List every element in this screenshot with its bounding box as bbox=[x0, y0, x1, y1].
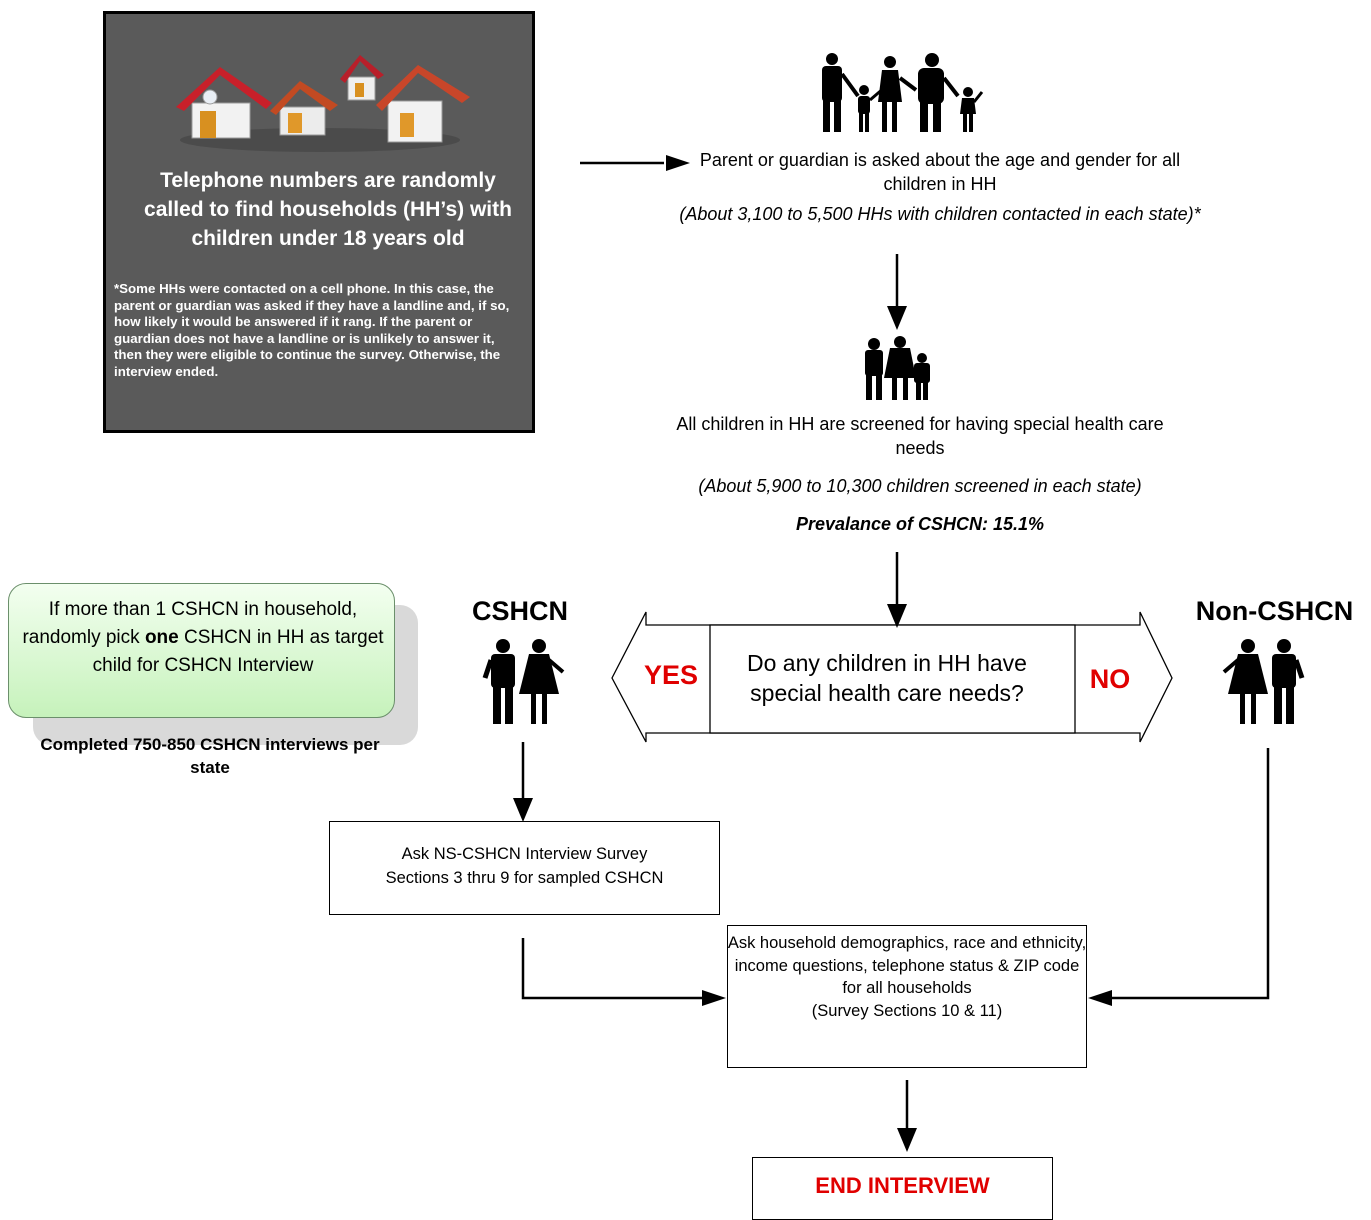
child-pair-icon bbox=[482, 639, 565, 724]
children-group-icon bbox=[865, 336, 930, 400]
cshcn-title: CSHCN bbox=[471, 596, 568, 626]
prevalence-text: Prevalance of CSHCN: 15.1% bbox=[795, 514, 1045, 534]
step1-text: Parent or guardian is asked about the ag… bbox=[699, 150, 1181, 194]
sections-box bbox=[329, 821, 720, 915]
step2-text: All children in HH are screened for havi… bbox=[676, 414, 1164, 458]
step2-note: (About 5,900 to 10,300 children screened… bbox=[698, 476, 1142, 496]
completed-text: Completed 750-850 CSHCN interviews per s… bbox=[40, 735, 380, 777]
no-label: NO bbox=[1089, 664, 1131, 694]
end-box bbox=[752, 1157, 1053, 1220]
noncshcn-title: Non-CSHCN bbox=[1195, 596, 1354, 626]
child-pair-icon bbox=[1222, 639, 1305, 724]
family-icon bbox=[822, 53, 984, 132]
yes-label: YES bbox=[643, 660, 699, 690]
pick-box bbox=[8, 583, 395, 718]
end-text: END INTERVIEW bbox=[815, 1173, 990, 1198]
sections-text: Ask NS-CSHCN Interview Survey Sections 3… bbox=[385, 845, 664, 887]
demographics-text: Ask household demographics, race and eth… bbox=[727, 934, 1087, 1020]
intro-box bbox=[103, 11, 535, 433]
decision-question: Do any children in HH have special healt… bbox=[747, 650, 1027, 706]
demographics-box bbox=[727, 925, 1087, 1068]
pick-box-text: If more than 1 CSHCN in household, rando… bbox=[22, 599, 384, 676]
step1-note: (About 3,100 to 5,500 HHs with children … bbox=[679, 204, 1201, 224]
houses-icon bbox=[176, 55, 470, 152]
intro-heading: Telephone numbers are randomly called to… bbox=[144, 169, 512, 250]
intro-note: *Some HHs were contacted on a cell phone… bbox=[114, 281, 510, 379]
